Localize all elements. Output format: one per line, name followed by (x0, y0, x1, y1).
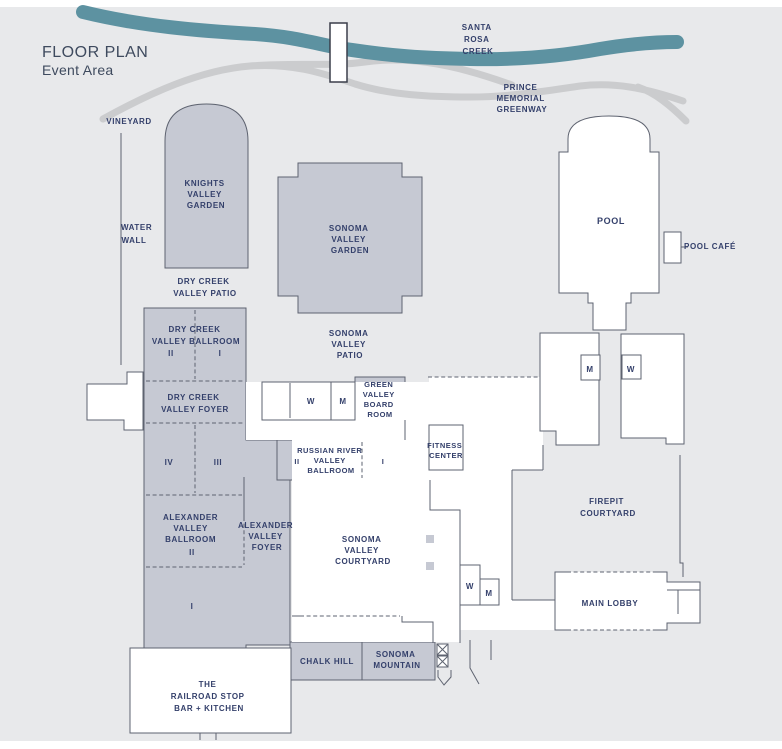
dry-creek-section-i: I (219, 349, 222, 358)
east-restroom-building-men (539, 332, 600, 446)
main-lobby-walls (554, 571, 701, 631)
firepit-courtyard-label: FIREPIT COURTYARD (580, 497, 636, 518)
alexander-valley-foyer-label: ALEXANDER VALLEY FOYER (238, 521, 296, 552)
stairs-icon (436, 643, 449, 668)
main-lobby-label: MAIN LOBBY (582, 599, 639, 608)
alexander-valley-ballroom-label: ALEXANDER VALLEY BALLROOM II (163, 513, 221, 557)
east-women-label: W (627, 365, 635, 374)
east-men-label: M (586, 365, 593, 374)
north-women-label: W (307, 397, 315, 406)
courtyard-planter-2 (426, 562, 434, 570)
railroad-stop-shape (129, 647, 292, 734)
dry-creek-valley-foyer-label: DRY CREEK VALLEY FOYER (161, 393, 229, 414)
sonoma-mountain-shape (361, 641, 436, 681)
fitness-center-shape (428, 424, 464, 471)
russian-river-section-i: I (382, 457, 385, 466)
west-annex-shape (86, 371, 144, 431)
sonoma-valley-courtyard-label: SONOMA VALLEY COURTYARD (335, 535, 391, 566)
main-lobby-annex-fill (667, 582, 700, 623)
sonoma-valley-garden-shape (277, 162, 423, 314)
pool-shape (558, 115, 660, 331)
dry-creek-section-iv: IV (165, 458, 174, 467)
main-lobby-fill (555, 572, 667, 630)
pool-cafe-label: POOL CAFÉ (684, 242, 736, 251)
east-men-room-box (580, 354, 601, 381)
chalk-hill-label: CHALK HILL (300, 657, 354, 666)
dry-creek-valley-ballroom-label: DRY CREEK VALLEY BALLROOM (152, 325, 240, 346)
creek-bridge (329, 22, 348, 83)
entrance-arrow-icon (437, 670, 452, 686)
wall-lines (120, 133, 688, 740)
dry-creek-section-iii: III (214, 458, 222, 467)
pool-label: POOL (597, 216, 625, 226)
courtyard-men-room-box (479, 578, 500, 606)
water-wall-label: WATER WALL (121, 223, 155, 245)
dry-creek-valley-patio-label: DRY CREEK VALLEY PATIO (173, 277, 237, 298)
railroad-stop-label: THE RAILROAD STOP BAR + KITCHEN (171, 680, 248, 713)
knights-valley-garden-label: KNIGHTS VALLEY GARDEN (184, 179, 227, 210)
sonoma-mountain-label: SONOMA MOUNTAIN (373, 650, 420, 670)
sonoma-valley-garden-label: SONOMA VALLEY GARDEN (329, 224, 371, 255)
fitness-center-label: FITNESS CENTER (427, 441, 465, 460)
russian-river-valley-ballroom-label: RUSSIAN RIVER VALLEY BALLROOM (297, 446, 365, 475)
sonoma-valley-patio-label: SONOMA VALLEY PATIO (329, 329, 371, 360)
courtyard-women-label: W (466, 582, 474, 591)
vineyard-label: VINEYARD (106, 117, 151, 126)
dry-creek-section-ii: II (168, 349, 174, 358)
courtyard-men-label: M (485, 589, 492, 598)
santa-rosa-creek-water (76, 5, 684, 67)
page-title: FLOOR PLAN (42, 44, 148, 61)
north-men-label: M (339, 397, 346, 406)
main-lobby-door-dashes (567, 571, 653, 631)
alexander-section-i: I (191, 602, 194, 611)
russian-river-section-ii: II (294, 457, 299, 466)
dashed-dividers (146, 310, 540, 617)
page-subtitle: Event Area (42, 62, 114, 78)
east-women-room-box (621, 354, 642, 380)
north-restrooms-shape (261, 381, 356, 421)
knights-valley-garden-shape (164, 103, 249, 269)
santa-rosa-creek-label: SANTA ROSA CREEK (462, 23, 495, 56)
east-restroom-building-women (620, 333, 685, 445)
green-valley-board-room-label: GREEN VALLEY BOARD ROOM (363, 380, 398, 419)
pool-cafe-shape (663, 231, 682, 264)
courtyard-planter-1 (426, 535, 434, 543)
north-restrooms-dividers (289, 382, 332, 420)
prince-memorial-greenway-label: PRINCE MEMORIAL GREENWAY (496, 83, 547, 114)
